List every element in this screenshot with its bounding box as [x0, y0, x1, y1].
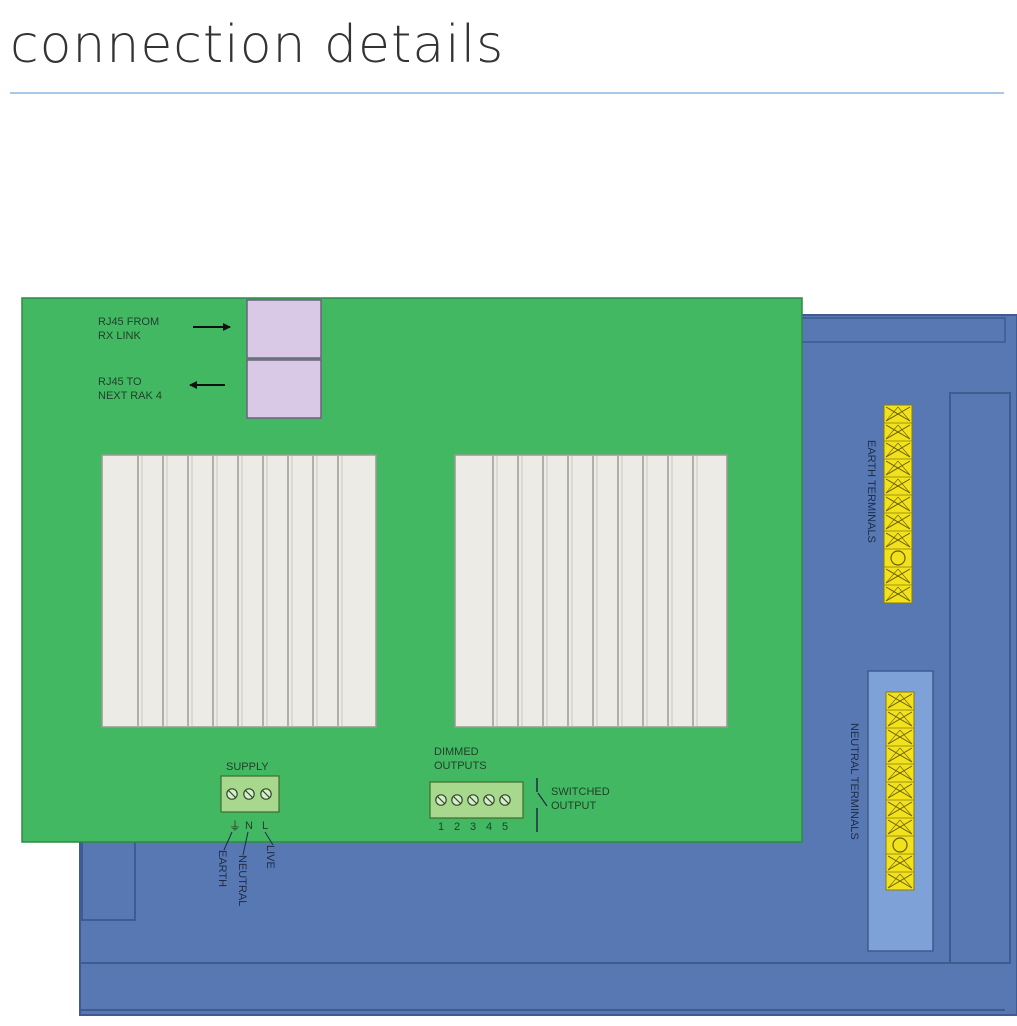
earth-leader-line [223, 831, 233, 851]
heatsink-left-fins [137, 456, 343, 726]
terminal-cell [886, 727, 914, 745]
chassis-right-bay [949, 392, 1011, 964]
live-label: LIVE [264, 845, 276, 869]
terminal-cell [884, 584, 912, 602]
screw-terminal [226, 788, 238, 800]
earth-terminal-strip [883, 404, 913, 604]
screw-terminal [435, 794, 447, 806]
supply-label: SUPPLY [226, 761, 269, 773]
terminal-cell [884, 476, 912, 494]
heatsink-left [101, 454, 377, 728]
terminal-cell [884, 422, 912, 440]
dimmed-outputs-label-line2: OUTPUTS [434, 760, 487, 772]
earth-terminal-cells [884, 404, 912, 602]
output-number-1: 1 [438, 821, 444, 833]
heatsink-left-body [101, 454, 377, 728]
switched-output-label-line1: SWITCHED [551, 786, 610, 798]
screw-terminal [243, 788, 255, 800]
terminal-cell [886, 853, 914, 871]
earth-symbol-icon: ⏚ [229, 819, 241, 833]
terminal-cell [884, 548, 912, 566]
supply-terminal-n: N [245, 820, 253, 832]
live-leader-line [264, 831, 274, 846]
terminal-cell [886, 871, 914, 889]
rj45-port-out[interactable] [246, 359, 322, 419]
rj45-from-label-line1: RJ45 FROM [98, 316, 159, 328]
rj45-port-in[interactable] [246, 299, 322, 359]
terminal-cell [886, 745, 914, 763]
rj45-to-label-line2: NEXT RAK 4 [98, 390, 162, 402]
neutral-leader-line [242, 831, 249, 856]
heatsink-right-body [454, 454, 728, 728]
output-terminal-screws [435, 794, 511, 806]
terminal-cell [884, 458, 912, 476]
screw-terminal [260, 788, 272, 800]
neutral-label: NEUTRAL [236, 855, 248, 906]
rj45-from-label-line2: RX LINK [98, 330, 141, 342]
dimmed-outputs-label-line1: DIMMED [434, 746, 479, 758]
terminal-cell [884, 512, 912, 530]
terminal-cell [886, 763, 914, 781]
screw-terminal [467, 794, 479, 806]
neutral-terminal-cells [886, 691, 914, 889]
output-number-5: 5 [502, 821, 508, 833]
output-number-2: 2 [454, 821, 460, 833]
rj45-to-label-line1: RJ45 TO [98, 376, 142, 388]
neutral-terminals-label: NEUTRAL TERMINALS [848, 723, 860, 840]
output-number-3: 3 [470, 821, 476, 833]
screw-terminal [451, 794, 463, 806]
page-title: connection details [10, 15, 505, 75]
supply-terminal-l: L [262, 820, 268, 832]
heatsink-right-fins [492, 456, 698, 726]
terminal-cell [884, 566, 912, 584]
terminal-cell [886, 817, 914, 835]
output-number-4: 4 [486, 821, 492, 833]
screw-terminal [499, 794, 511, 806]
terminal-cell [886, 835, 914, 853]
neutral-terminal-area [867, 670, 934, 952]
earth-label: EARTH [216, 850, 228, 887]
terminal-cell [884, 494, 912, 512]
title-divider [10, 92, 1004, 94]
terminal-cell [886, 781, 914, 799]
terminal-cell [886, 709, 914, 727]
terminal-cell [886, 799, 914, 817]
terminal-cell [884, 440, 912, 458]
screw-terminal [483, 794, 495, 806]
switched-output-label-line2: OUTPUT [551, 800, 597, 812]
heatsink-right [454, 454, 728, 728]
terminal-cell [884, 530, 912, 548]
terminal-cell [884, 404, 912, 422]
supply-terminal-screws [226, 788, 272, 800]
earth-terminals-label: EARTH TERMINALS [865, 440, 877, 543]
terminal-cell [886, 691, 914, 709]
switch-lever [537, 792, 548, 807]
